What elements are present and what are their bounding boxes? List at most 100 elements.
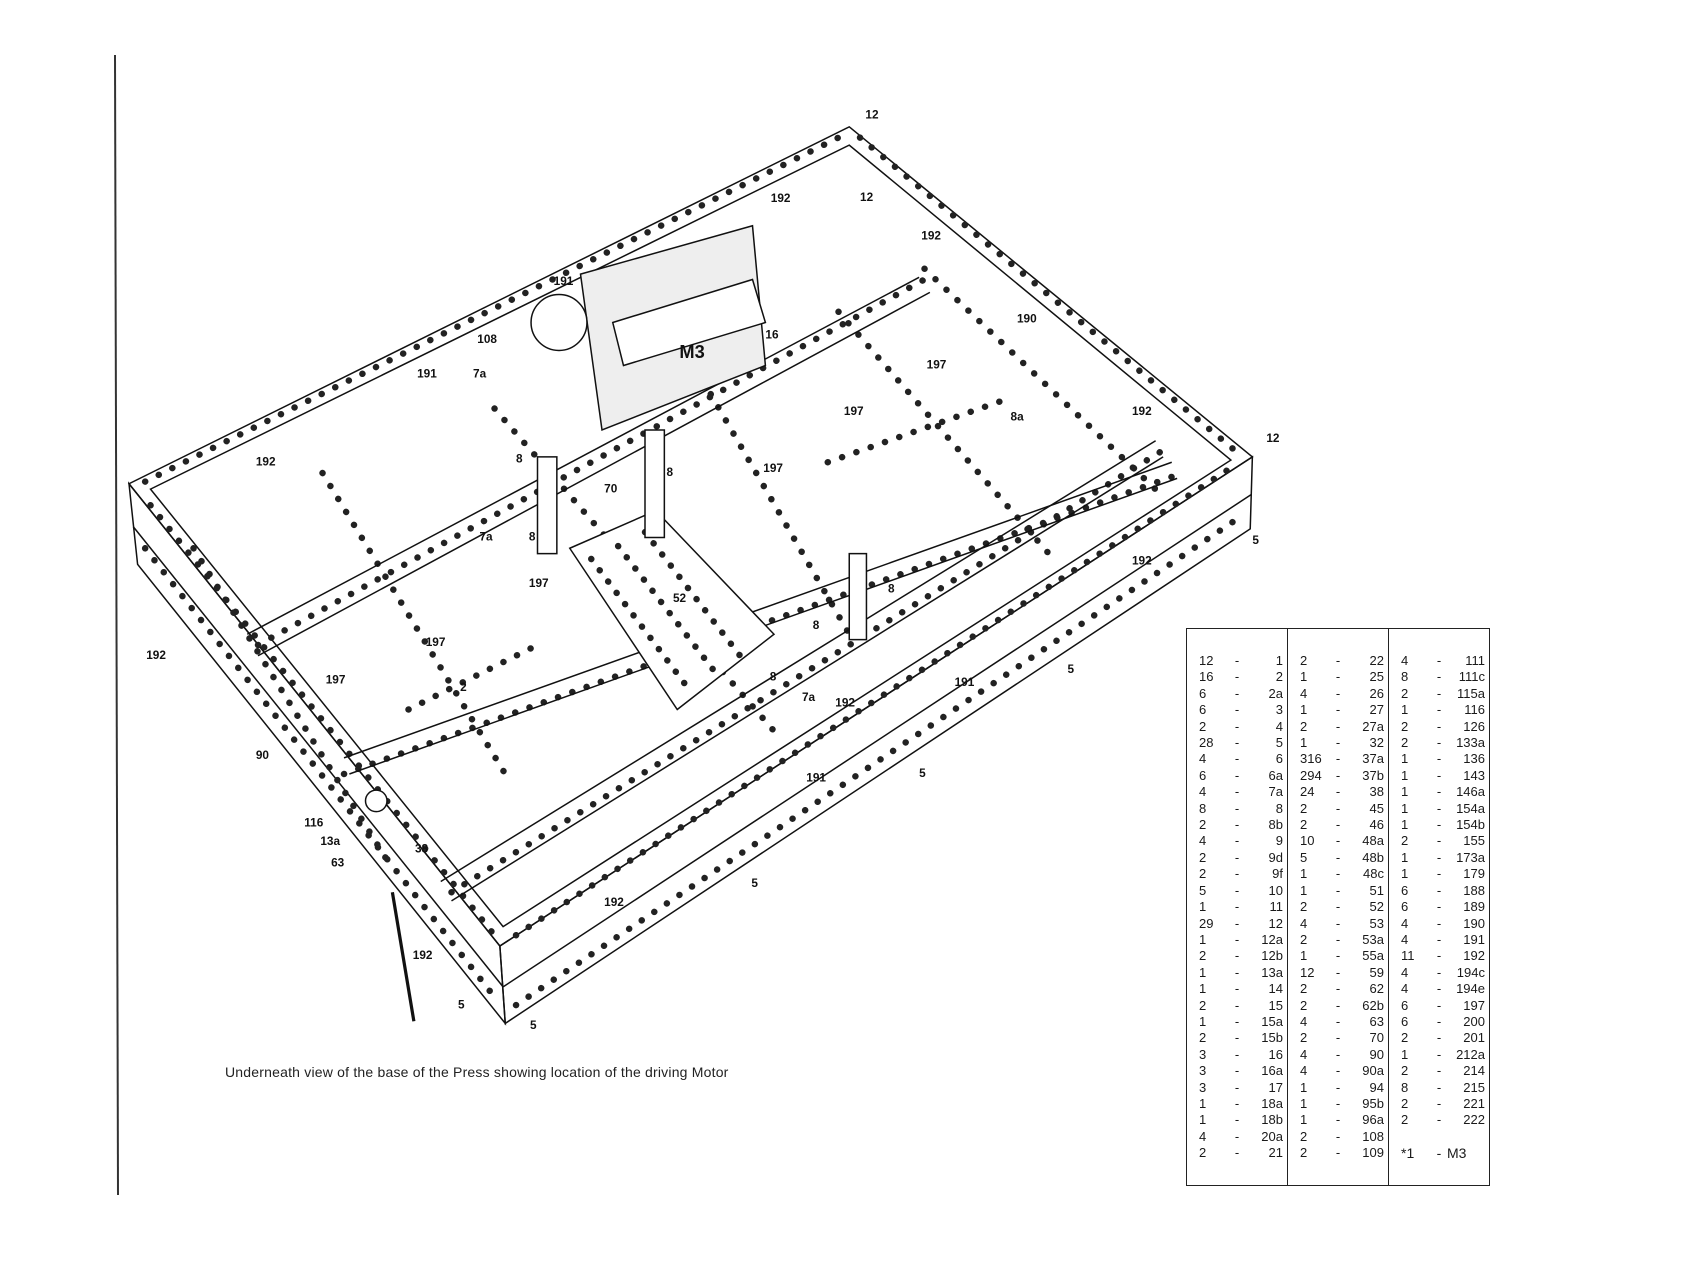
diagram-label: 13a: [320, 834, 340, 848]
part-number: 200: [1463, 1013, 1485, 1029]
parts-row: 1-143: [1389, 768, 1489, 784]
part-quantity: 2: [1199, 866, 1207, 882]
parts-row: 4-191: [1389, 932, 1489, 948]
diagram-label: 8: [667, 465, 674, 479]
parts-row: 4-194e: [1389, 981, 1489, 997]
separator: -: [1335, 1046, 1341, 1062]
separator: -: [1234, 882, 1240, 898]
part-quantity: 4: [1300, 1046, 1308, 1062]
parts-row: 8-8: [1187, 801, 1287, 817]
separator: -: [1234, 997, 1240, 1013]
separator: -: [1234, 849, 1240, 865]
part-number: 70: [1369, 1030, 1384, 1046]
part-number: 38: [1369, 784, 1384, 800]
parts-row: 1-12a: [1187, 932, 1287, 948]
diagram-label: 192: [256, 454, 276, 468]
m3-motor: [530, 224, 767, 432]
part-number: 115a: [1457, 685, 1485, 701]
parts-row: 3-16: [1187, 1047, 1287, 1063]
diagram-label: 197: [844, 404, 864, 418]
part-number: 10: [1268, 882, 1283, 898]
separator: -: [1234, 948, 1240, 964]
separator: -: [1335, 1079, 1341, 1095]
separator: -: [1436, 882, 1442, 898]
part-quantity: 2: [1300, 718, 1308, 734]
separator: -: [1436, 1063, 1442, 1079]
parts-row: 2-53a: [1288, 932, 1388, 948]
separator: -: [1335, 702, 1341, 718]
part-number: 32: [1369, 735, 1384, 751]
separator: -: [1335, 997, 1341, 1013]
parts-row: 1-154b: [1389, 817, 1489, 833]
diagram-label: 197: [529, 576, 549, 590]
parts-row: 3-17: [1187, 1080, 1287, 1096]
separator: -: [1234, 1128, 1240, 1144]
part-number: 192: [1463, 948, 1485, 964]
diagram-label: 7a: [473, 366, 487, 380]
part-quantity: 2: [1199, 997, 1207, 1013]
part-quantity: 2: [1199, 849, 1207, 865]
part-quantity: 24: [1300, 784, 1315, 800]
part-quantity: 6: [1199, 702, 1207, 718]
part-quantity: 5: [1300, 849, 1308, 865]
diagram-label: 197: [927, 358, 947, 372]
parts-row: 2-12b: [1187, 948, 1287, 964]
part-quantity: 1: [1401, 751, 1409, 767]
parts-row: 4-111: [1389, 653, 1489, 669]
part-quantity: 3: [1199, 1079, 1207, 1095]
part-quantity: 10: [1300, 833, 1315, 849]
diagram-label: 5: [1252, 533, 1259, 547]
diagram-label: 38: [415, 841, 429, 855]
separator: -: [1234, 767, 1240, 783]
part-quantity: 2: [1300, 1030, 1308, 1046]
diagram-label: 192: [921, 229, 941, 243]
parts-row: 4-7a: [1187, 784, 1287, 800]
part-quantity: 3: [1199, 1063, 1207, 1079]
parts-row: 1-179: [1389, 866, 1489, 882]
diagram-label: 12: [860, 190, 874, 204]
parts-row: 2-15b: [1187, 1030, 1287, 1046]
part-quantity: 12: [1199, 653, 1214, 668]
parts-row: 12-1: [1187, 653, 1287, 669]
part-number: 173a: [1456, 849, 1485, 865]
part-number: 109: [1362, 1145, 1384, 1161]
parts-row: 1-212a: [1389, 1047, 1489, 1063]
part-quantity: 2: [1401, 1095, 1409, 1111]
part-number: 62: [1369, 981, 1384, 997]
part-quantity: 1: [1199, 1095, 1207, 1111]
parts-row: 1-25: [1288, 669, 1388, 685]
parts-row: 6-189: [1389, 899, 1489, 915]
part-quantity: 1: [1300, 1095, 1308, 1111]
parts-row: 1-11: [1187, 899, 1287, 915]
separator: -: [1335, 1145, 1341, 1161]
part-number: 18a: [1261, 1095, 1283, 1111]
part-quantity: 2: [1199, 1145, 1207, 1161]
part-quantity: 1: [1300, 1079, 1308, 1095]
part-quantity: 8: [1199, 800, 1207, 816]
parts-row: 4-90a: [1288, 1063, 1388, 1079]
part-number: 48a: [1362, 833, 1384, 849]
part-quantity: 2: [1199, 1030, 1207, 1046]
parts-row: 6-197: [1389, 998, 1489, 1014]
part-quantity: 1: [1401, 849, 1409, 865]
part-quantity: 1: [1300, 882, 1308, 898]
separator: -: [1436, 653, 1442, 668]
parts-row: 2-155: [1389, 833, 1489, 849]
separator: -: [1335, 866, 1341, 882]
part-quantity: 2: [1300, 997, 1308, 1013]
separator: -: [1335, 1063, 1341, 1079]
diagram-label: 8a: [1011, 409, 1025, 423]
parts-row: 1-95b: [1288, 1096, 1388, 1112]
front-right-wall: [499, 455, 1254, 1025]
part-number: 25: [1369, 669, 1384, 685]
parts-row: 6-3: [1187, 702, 1287, 718]
separator: -: [1335, 1128, 1341, 1144]
part-number: 15b: [1261, 1030, 1283, 1046]
part-quantity: 1: [1199, 1013, 1207, 1029]
parts-row: 316-37a: [1288, 751, 1388, 767]
motor-label: M3: [679, 341, 704, 362]
separator: -: [1234, 1079, 1240, 1095]
separator: -: [1234, 735, 1240, 751]
